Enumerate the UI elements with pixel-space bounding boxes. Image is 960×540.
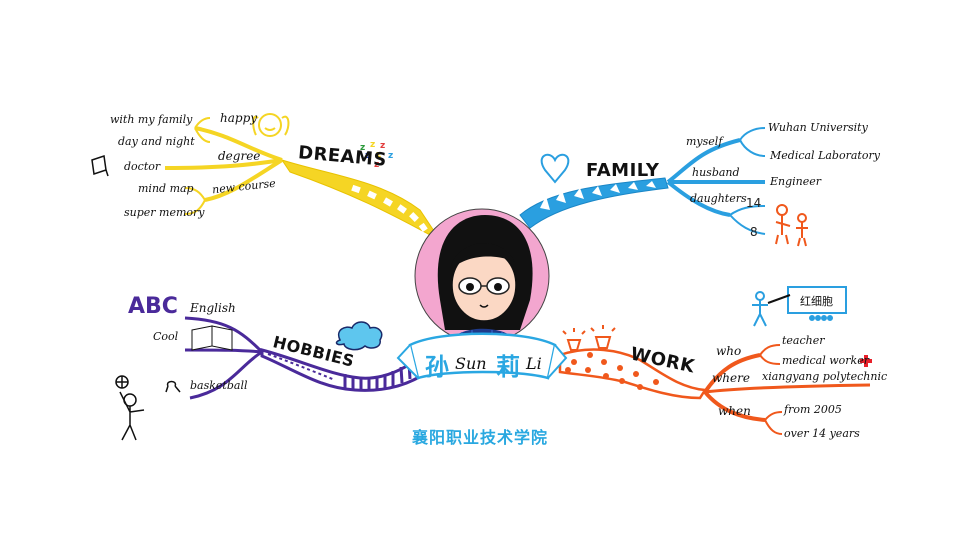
work-leaf-xiangyang-polytechnic: xiangyang polytechnic bbox=[762, 370, 888, 383]
glasses-doodle-icon bbox=[165, 380, 181, 393]
svg-text:z: z bbox=[388, 151, 393, 161]
book-icon bbox=[191, 325, 233, 351]
dreams-branch: z z z z z z z bbox=[91, 113, 442, 242]
daughter-age-8: 8 bbox=[750, 225, 758, 239]
svg-text:z: z bbox=[365, 151, 370, 161]
teacher-board-icon bbox=[752, 286, 847, 327]
name-english-given: Li bbox=[526, 354, 542, 373]
dreams-leaf-mind-map: mind map bbox=[138, 182, 194, 195]
dreams-leaf-day-and-night: day and night bbox=[118, 135, 195, 148]
dreams-sub-happy: happy bbox=[220, 111, 258, 125]
svg-text:z: z bbox=[360, 143, 365, 153]
dreams-leaf-doctor: doctor bbox=[124, 160, 161, 173]
institution-name: 襄阳职业技术学院 bbox=[411, 428, 548, 447]
work-leaf-from-2005: from 2005 bbox=[784, 403, 842, 416]
hobbies-branch bbox=[115, 316, 432, 441]
cool-doodle: Cool bbox=[153, 330, 179, 343]
red-cross-icon bbox=[860, 355, 872, 367]
family-branch bbox=[519, 127, 808, 247]
dreams-sub-degree: degree bbox=[218, 149, 261, 163]
name-chinese-given: 莉 bbox=[496, 353, 520, 381]
laptop-icon bbox=[91, 155, 109, 177]
avatar-portrait bbox=[396, 208, 568, 380]
board-text: 红细胞 bbox=[800, 295, 833, 308]
svg-text:z: z bbox=[376, 150, 381, 160]
family-leaf-wuhan-university: Wuhan University bbox=[768, 121, 868, 134]
svg-text:z: z bbox=[374, 160, 379, 170]
family-leaf-engineer: Engineer bbox=[770, 175, 822, 188]
family-leaf-medical-laboratory: Medical Laboratory bbox=[770, 149, 880, 162]
name-chinese-family: 孙 bbox=[425, 353, 449, 381]
daughters-icon bbox=[775, 204, 808, 247]
work-leaf-over-14-years: over 14 years bbox=[784, 427, 860, 440]
hobbies-sub-english: English bbox=[190, 301, 236, 315]
basketball-player-icon bbox=[115, 375, 145, 441]
dreams-leaf-super-memory: super memory bbox=[124, 206, 205, 219]
svg-text:z: z bbox=[370, 140, 375, 150]
work-sub-when: when bbox=[718, 404, 751, 418]
svg-text:z: z bbox=[380, 141, 385, 151]
work-branch bbox=[558, 286, 872, 435]
family-label: FAMILY bbox=[586, 160, 660, 181]
girl-face-icon bbox=[252, 113, 290, 137]
work-leaf-teacher: teacher bbox=[782, 334, 825, 347]
heart-face-icon bbox=[540, 153, 570, 184]
work-leaf-medical-worker: medical worker bbox=[782, 354, 869, 367]
work-sub-where: where bbox=[712, 371, 750, 385]
work-sub-who: who bbox=[716, 344, 742, 358]
abc-doodle: ABC bbox=[128, 294, 178, 319]
hobbies-sub-basketball: basketball bbox=[190, 379, 248, 392]
cloud-icon bbox=[335, 321, 383, 351]
daughter-age-14: 14 bbox=[746, 196, 762, 210]
bell-icons bbox=[562, 325, 616, 351]
dreams-leaf-with-my-family: with my family bbox=[110, 113, 193, 126]
family-sub-myself: myself bbox=[686, 135, 723, 148]
family-sub-daughters: daughters bbox=[690, 192, 747, 205]
family-sub-husband: husband bbox=[692, 166, 740, 179]
name-english-family: Sun bbox=[455, 354, 487, 373]
